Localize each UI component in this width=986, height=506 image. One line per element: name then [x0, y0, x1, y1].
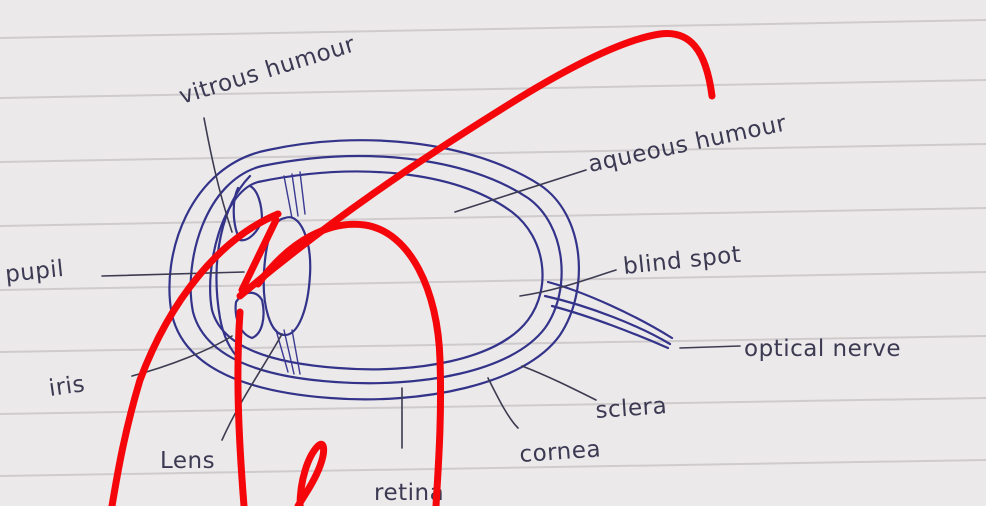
- red-scribble: [112, 34, 712, 506]
- outer-sclera-outline: [169, 140, 578, 399]
- red-small-loop: [298, 444, 324, 506]
- diagram-labels: vitrous humour aqueous humour pupil blin…: [4, 31, 901, 506]
- label-iris: iris: [47, 371, 87, 402]
- label-aqueous-humour: aqueous humour: [586, 110, 789, 177]
- ciliary-fibres-bottom: [276, 330, 300, 374]
- notebook-rules: [0, 20, 986, 476]
- leader-blind-spot: [520, 270, 616, 296]
- label-pupil: pupil: [4, 256, 65, 288]
- leader-sclera: [522, 366, 596, 400]
- label-vitreous-humour: vitrous humour: [176, 31, 358, 109]
- label-optical-nerve: optical nerve: [744, 336, 901, 362]
- leader-pupil: [102, 272, 244, 276]
- label-sclera: sclera: [595, 393, 668, 424]
- leader-cornea: [488, 378, 518, 428]
- ciliary-fibres-top: [284, 172, 305, 218]
- leader-optical-nerve: [680, 346, 740, 348]
- label-cornea: cornea: [519, 436, 602, 468]
- label-blind-spot: blind spot: [622, 242, 743, 280]
- label-lens: Lens: [160, 448, 215, 474]
- optic-nerve: [545, 282, 672, 348]
